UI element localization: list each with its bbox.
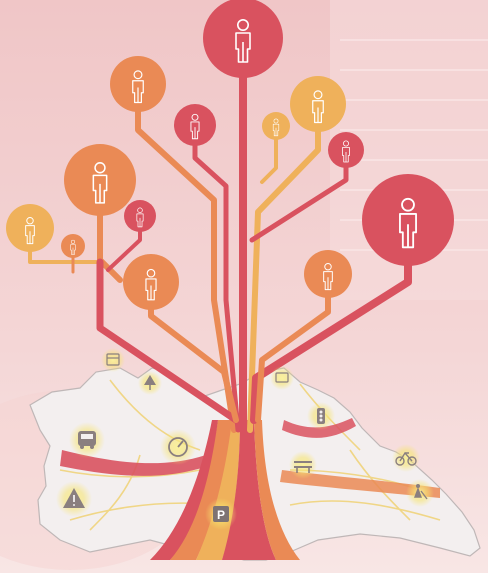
person-node-large-red-right [362,174,454,266]
person-node-tiny-yellow-right [262,112,290,140]
warning-icon [56,481,92,517]
traffic-light-icon [307,402,335,430]
person-node-tiny-orange-left [61,234,85,258]
person-node-small-red-right [328,132,364,168]
parking-icon: P [205,498,237,530]
parking-label: P [217,508,225,522]
person-node-top-red [203,0,283,78]
person-node-large-orange-left [64,144,136,216]
bicycle-icon [392,444,420,472]
board-icon [270,366,294,390]
calendar-icon [101,348,125,372]
speedometer-icon [160,429,196,465]
person-node-small-red-left [174,104,216,146]
tree-icon [138,371,162,395]
person-node-orange-mid-right [304,250,352,298]
person-node-small-red-mid-left [124,200,156,232]
person-node-upper-yellow-right [290,76,346,132]
person-node-yellow-far-left [6,204,54,252]
bus-icon [69,422,105,458]
person-node-orange-mid-left [123,254,179,310]
bench-icon [289,451,317,479]
person-node-upper-orange-left [110,56,166,112]
roadworks-icon [406,479,434,507]
